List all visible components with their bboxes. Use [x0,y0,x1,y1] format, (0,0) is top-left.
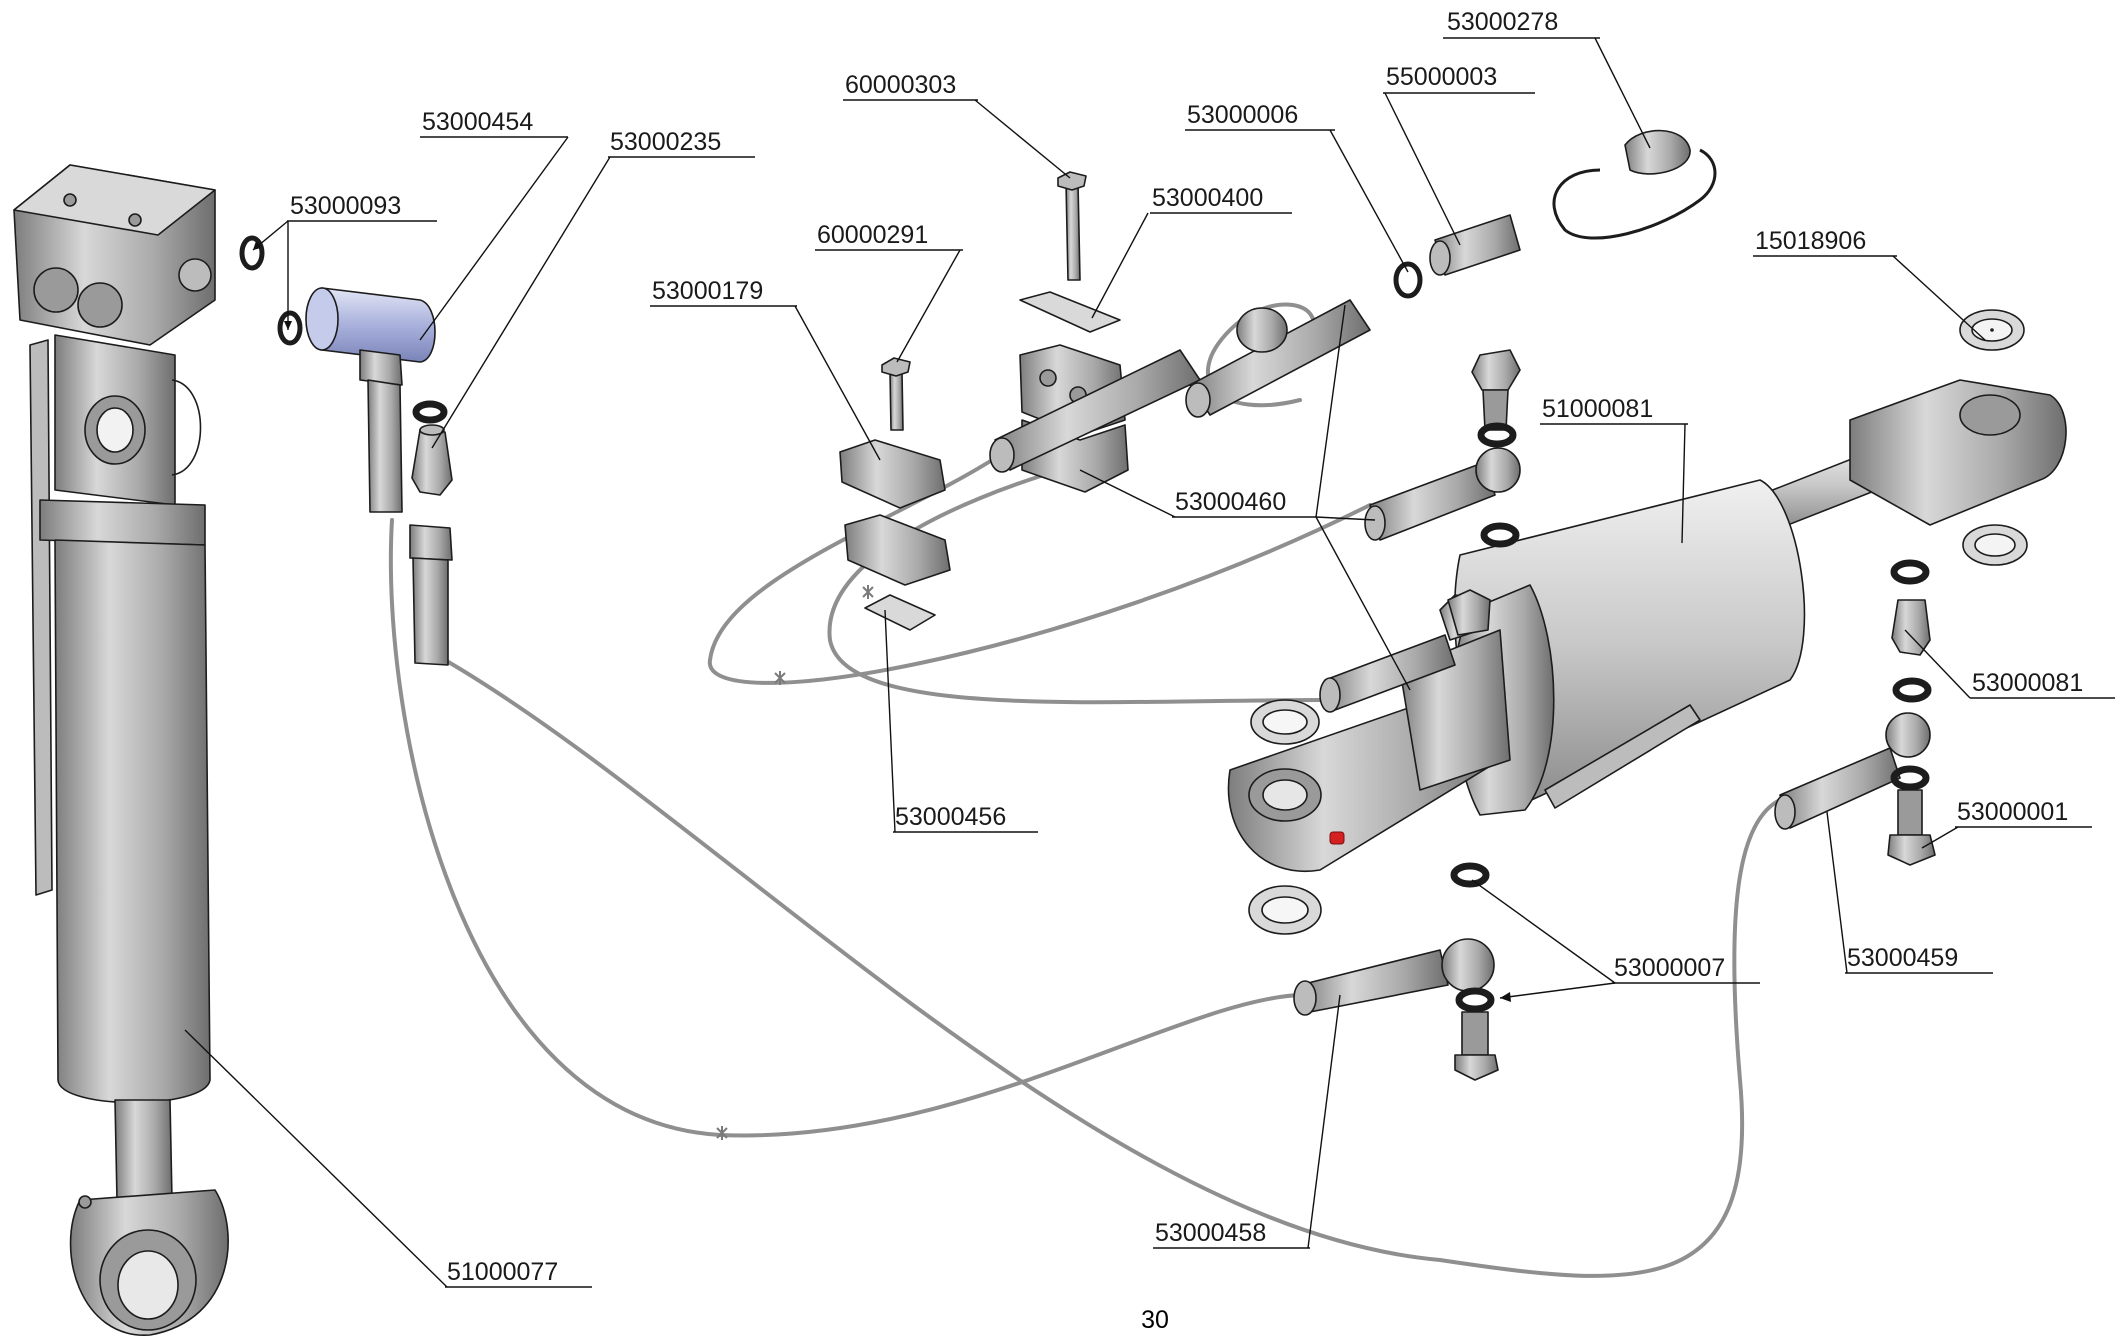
left-fittings [239,235,453,666]
center-clamp-parts [839,129,1717,631]
part-label: 51000077 [447,1258,558,1286]
snap-ring [277,310,303,346]
part-label: 15018906 [1755,227,1866,255]
ring-15018906 [1990,328,1994,332]
part-label: 53000001 [1957,798,2068,826]
part-label: 60000303 [845,71,956,99]
cylinder-barrel [54,539,211,1104]
part-label: 60000291 [817,221,928,249]
valve-port [77,282,123,328]
washer [1477,422,1517,448]
straight-fitting [412,557,449,666]
washer [1892,677,1932,703]
bolt-60000291 [889,371,904,431]
part-label: 53000093 [290,192,401,220]
cylinder-side-pipe [29,339,53,896]
part-label: 53000460 [1175,488,1286,516]
banjo-bolt-53000001 [1897,789,1923,836]
washer [1480,522,1520,548]
part-label: 53000007 [1614,954,1725,982]
hose-coil-fitting [1206,302,1316,408]
banjo-bolt [1461,1011,1489,1056]
part-label: 53000459 [1847,944,1958,972]
collar-ring [1236,307,1288,353]
elbow-tube [367,379,403,513]
part-label: 53000235 [610,128,721,156]
hose-left-loop [388,518,1302,1138]
cover-plate [1019,291,1121,333]
hose-marker-stars [716,585,874,1140]
snap-ring [239,235,265,271]
part-label: 53000081 [1972,669,2083,697]
part-label: 53000278 [1447,8,1558,36]
part-labels: 53000278 55000003 53000006 60000303 5300… [290,8,2083,1286]
rod-end-block [1849,379,2067,526]
banjo-bolt [1471,349,1521,391]
pipe-clamp-half-lower [844,514,951,586]
washer [1890,765,1930,791]
right-hydraulic-cylinder [1227,309,2067,935]
valve-port [33,267,79,313]
plug-53000081 [1891,599,1931,656]
hose-long-return [443,658,1782,1278]
banjo-fitting-53000459 [1779,747,1901,829]
page-number: 30 [1141,1306,1169,1334]
part-label: 53000458 [1155,1219,1266,1247]
dust-cap-strap [1552,148,1717,240]
bolt-60000303 [1065,182,1081,281]
hex-adapter [409,524,453,561]
side-tube [1544,704,1701,809]
part-label: 53000454 [422,108,533,136]
part-label: 53000179 [652,277,763,305]
cylinder-rod [114,1099,173,1201]
banjo-fittings [1293,349,1936,1081]
leader-lines [184,37,2115,1288]
washer [412,400,448,424]
red-marker [1329,831,1345,845]
banjo-bolt [411,429,453,496]
plate-53000456 [864,594,936,631]
part-label: 53000006 [1187,101,1298,129]
washer [1890,559,1930,585]
banjo-fitting-53000458 [1299,949,1449,1013]
left-hydraulic-cylinder [13,164,229,1336]
pipe-clamp-half-upper [839,439,946,509]
part-label: 51000081 [1542,395,1653,423]
part-label: 53000456 [895,803,1006,831]
seal-ring [1393,261,1423,299]
washer [1455,987,1495,1013]
part-label: 53000400 [1152,184,1263,212]
dust-cap-53000278 [1624,129,1691,175]
washer-53000007 [1450,862,1490,888]
cylinder-collar [39,499,206,546]
part-label: 55000003 [1386,63,1497,91]
hose-valve-lower [827,468,1327,705]
elbow-body [359,349,403,386]
handle-loop [171,379,202,476]
